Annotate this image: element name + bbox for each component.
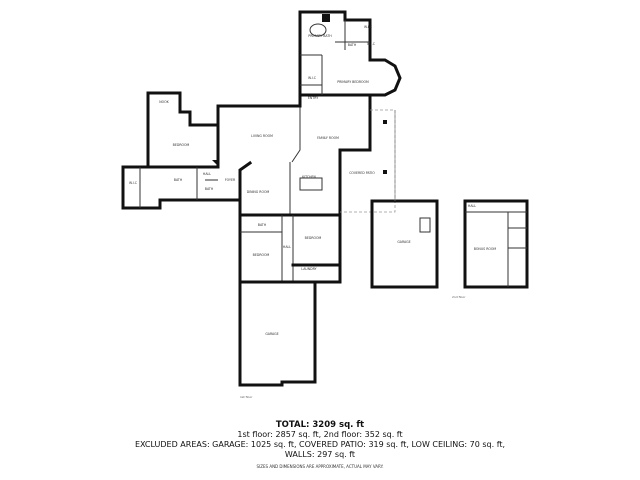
disclaimer: SIZES AND DIMENSIONS ARE APPROXIMATE, AC…: [256, 464, 384, 469]
room-label: FOYER: [225, 178, 236, 182]
room-label: GARAGE: [397, 240, 410, 244]
floor-areas: 1st floor: 2857 sq. ft, 2nd floor: 352 s…: [237, 430, 403, 439]
room-label: HALL: [468, 204, 476, 208]
room-label: PRIMARY BATH: [308, 34, 332, 38]
room-label: W.I.C: [364, 25, 373, 29]
room-label: BATH: [348, 43, 357, 47]
excluded-areas: EXCLUDED AREAS: GARAGE: 1025 sq. ft, COV…: [134, 440, 506, 449]
room-label: BONUS ROOM: [474, 247, 497, 251]
room-label: W.I.C: [367, 42, 376, 46]
walls: [121, 10, 529, 387]
room-label: BEDROOM: [173, 143, 190, 147]
room-label: BATH: [258, 223, 267, 227]
room-label: HALL: [283, 245, 291, 249]
room-label: LIVING ROOM: [251, 134, 273, 138]
walls-area: WALLS: 297 sq. ft: [284, 450, 356, 459]
room-label: DINING ROOM: [247, 190, 270, 194]
room-label: BATH: [174, 178, 183, 182]
total-area: TOTAL: 3209 sq. ft: [275, 420, 365, 430]
room-label: GARAGE: [265, 332, 278, 336]
floor-label: 2nd floor: [452, 295, 466, 299]
room-label: BEDROOM: [253, 253, 270, 257]
room-label: LAUNDRY: [301, 267, 316, 271]
room-label: W.I.C: [308, 76, 317, 80]
room-label: NOOK: [159, 100, 169, 104]
room-label: BEDROOM: [305, 236, 322, 240]
room-label: ENTRY: [308, 96, 318, 100]
room-label: W.I.C: [129, 181, 138, 185]
room-label: FAMILY ROOM: [317, 136, 339, 140]
room-label: BATH: [205, 187, 214, 191]
room-label: HALL: [203, 172, 211, 176]
room-labels: NOOK BEDROOM W.I.C BATH HALL BATH FOYER …: [129, 25, 496, 399]
room-label: COVERED PATIO: [349, 171, 375, 175]
room-label: KITCHEN: [302, 175, 316, 179]
room-label: PRIMARY BEDROOM: [337, 80, 369, 84]
floor-label: 1st floor: [240, 395, 253, 399]
area-summary: TOTAL: 3209 sq. ft 1st floor: 2857 sq. f…: [0, 420, 640, 469]
